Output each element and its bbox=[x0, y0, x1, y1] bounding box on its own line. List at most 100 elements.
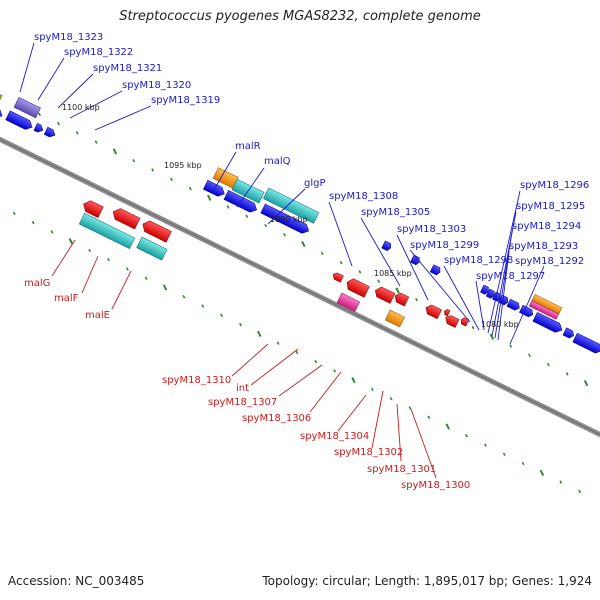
gene-label: spyM18_1302 bbox=[334, 447, 403, 458]
genome-summary: Topology: circular; Length: 1,895,017 bp… bbox=[262, 574, 592, 588]
tick-dot bbox=[56, 121, 60, 126]
tick-dot bbox=[151, 168, 155, 172]
tick-dot bbox=[38, 112, 41, 117]
orange-feature-1306 bbox=[384, 309, 405, 328]
blue-feature-cluster bbox=[480, 284, 534, 318]
scale-label: 1085 kbp bbox=[374, 269, 412, 278]
tick-dot bbox=[351, 377, 356, 384]
gene-label: int bbox=[236, 383, 249, 394]
tick-dot bbox=[107, 257, 110, 262]
tick-dot bbox=[565, 372, 569, 376]
tick-dot bbox=[132, 158, 136, 163]
red-feature-1302 bbox=[444, 309, 451, 317]
tick-dot bbox=[528, 353, 531, 358]
gene-label: spyM18_1322 bbox=[64, 47, 133, 58]
purple-feature-spyM18_1320 bbox=[13, 96, 41, 119]
tick-dot bbox=[276, 341, 280, 345]
accession-label: Accession: NC_003485 bbox=[8, 574, 145, 588]
blue-feature-1303 bbox=[429, 264, 441, 276]
blue-feature-malR bbox=[203, 179, 225, 197]
gene-label: spyM18_1300 bbox=[401, 480, 470, 491]
scale-label: 1095 kbp bbox=[164, 161, 202, 170]
tick-dot bbox=[301, 240, 306, 248]
tick-dot bbox=[521, 461, 525, 466]
blue-feature-glgP bbox=[260, 203, 310, 234]
tick-dot bbox=[395, 287, 400, 294]
gene-label: glgP bbox=[304, 178, 326, 189]
olive-feature-spyM18_1323 bbox=[0, 71, 3, 108]
tick-dot bbox=[320, 251, 324, 256]
red-feature-1307 bbox=[374, 286, 396, 304]
tick-dot bbox=[245, 214, 249, 219]
tick-dot bbox=[465, 434, 468, 438]
red-feature-malE bbox=[142, 220, 172, 243]
blue-feature-1290 bbox=[572, 332, 600, 354]
scale-label: 1100 kbp bbox=[62, 103, 100, 112]
tick-dot bbox=[489, 333, 495, 340]
blue-feature-spyM18_1321 bbox=[0, 101, 3, 119]
tick-dot bbox=[88, 248, 92, 253]
gene-label: spyM18_1306 bbox=[242, 413, 311, 424]
gene-label: spyM18_1321 bbox=[93, 63, 162, 74]
cyan-feature-malGF bbox=[78, 212, 136, 250]
tick-dot bbox=[389, 396, 393, 401]
blue-feature-1308 bbox=[381, 240, 391, 251]
gene-label: spyM18_1308 bbox=[329, 191, 398, 202]
gene-label: spyM18_1323 bbox=[34, 32, 103, 43]
tick-dot bbox=[206, 194, 212, 201]
gene-label: spyM18_1298 bbox=[444, 255, 513, 266]
scale-label: 1080 kbp bbox=[481, 320, 519, 329]
gene-label: spyM18_1320 bbox=[122, 80, 191, 91]
tick-dot bbox=[539, 469, 545, 476]
blue-feature-malQ bbox=[223, 190, 258, 213]
tick-dot bbox=[509, 344, 513, 348]
tick-dot bbox=[264, 223, 268, 228]
blue-feature-1291 bbox=[562, 327, 574, 339]
map-title: Streptococcus pyogenes MGAS8232, complet… bbox=[119, 9, 481, 24]
red-feature-1306 bbox=[394, 292, 410, 307]
blue-feature-1305 bbox=[410, 254, 420, 266]
scale-ticks bbox=[12, 112, 589, 494]
blue-feature-1292 bbox=[532, 311, 563, 333]
tick-dot bbox=[415, 297, 418, 302]
cyan-feature-malE bbox=[136, 236, 168, 261]
tick-dot bbox=[188, 186, 192, 191]
tick-dot bbox=[238, 322, 242, 327]
gene-label: spyM18_1299 bbox=[410, 240, 479, 251]
magenta-feature-1292 bbox=[528, 300, 560, 320]
red-feature-malF bbox=[112, 208, 141, 230]
gene-label: spyM18_1301 bbox=[367, 464, 436, 475]
cyan-feature-glgP bbox=[263, 187, 320, 224]
tick-dot bbox=[144, 276, 148, 280]
tick-dot bbox=[502, 452, 506, 457]
feature-track bbox=[0, 71, 600, 354]
tick-dot bbox=[578, 489, 582, 494]
gene-label: spyM18_1310 bbox=[162, 375, 231, 386]
magenta-feature-int bbox=[336, 292, 361, 313]
tick-dot bbox=[112, 148, 118, 155]
tick-dot bbox=[162, 284, 168, 291]
tick-dot bbox=[283, 233, 286, 237]
blue-feature-small-2 bbox=[43, 126, 56, 138]
tick-dot bbox=[125, 267, 129, 271]
gene-label: malF bbox=[54, 293, 79, 304]
top-gene-labels: spyM18_1323 spyM18_1322 spyM18_1321 spyM18_… bbox=[34, 32, 589, 282]
tick-dot bbox=[370, 387, 374, 392]
gene-label: spyM18_1296 bbox=[520, 180, 589, 191]
gene-label: spyM18_1307 bbox=[208, 397, 277, 408]
tick-dot bbox=[483, 443, 487, 447]
gene-label: spyM18_1293 bbox=[509, 241, 578, 252]
gene-label: spyM18_1292 bbox=[515, 256, 584, 267]
tick-dot bbox=[427, 415, 431, 419]
gene-label: malG bbox=[24, 278, 50, 289]
tick-dot bbox=[358, 270, 362, 274]
tick-dot bbox=[257, 330, 262, 337]
red-feature-1304 bbox=[425, 304, 442, 320]
gene-label: malR bbox=[235, 141, 261, 152]
gene-label: spyM18_1303 bbox=[397, 224, 466, 235]
red-feature-1301 bbox=[445, 315, 460, 328]
tick-dot bbox=[295, 350, 299, 355]
tick-dot bbox=[445, 423, 450, 430]
